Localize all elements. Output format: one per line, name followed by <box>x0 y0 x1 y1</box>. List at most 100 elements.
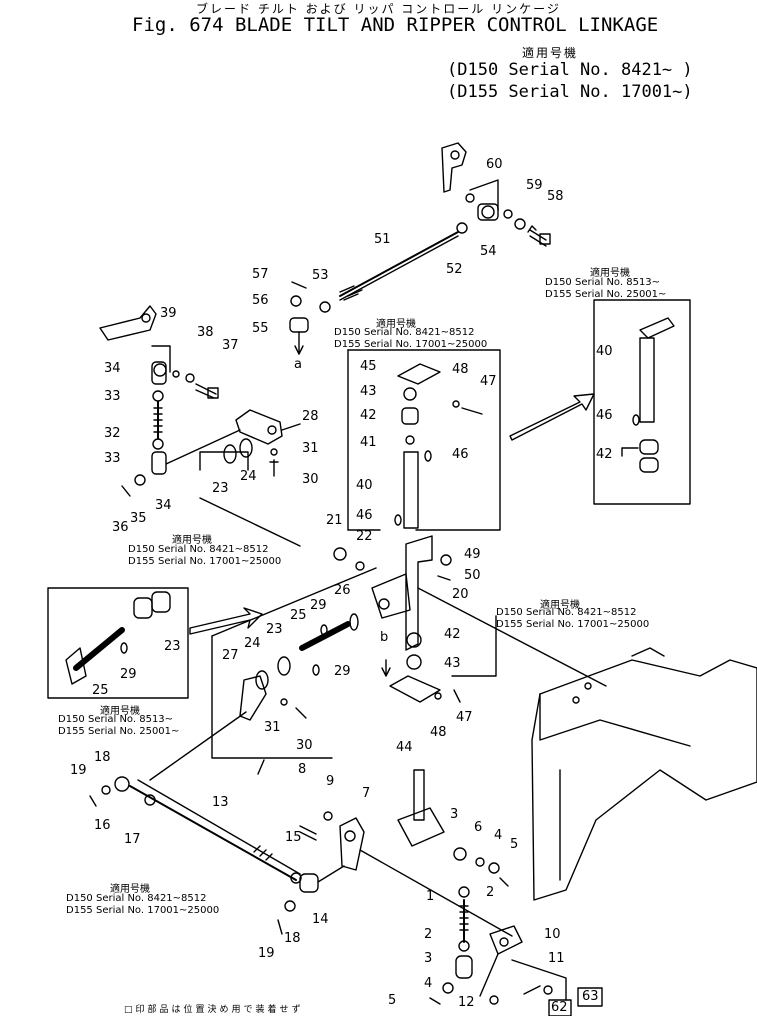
callout: 31 <box>264 720 281 735</box>
callout: 1 <box>426 889 435 904</box>
part-50-pin <box>437 575 451 581</box>
callout: 62 <box>551 1000 568 1015</box>
top-bracket-hole <box>450 150 460 160</box>
part-29b-pin-bottom <box>312 664 320 676</box>
callout: 23 <box>266 622 283 637</box>
part-20-bracket <box>405 535 433 651</box>
part-31-washer <box>270 448 278 456</box>
part-33-upper-nut <box>152 390 164 402</box>
part-10-lever <box>489 925 523 955</box>
part-40-shaft <box>403 451 419 529</box>
detail-arrow-right <box>509 393 595 441</box>
part-36-pin <box>121 485 131 497</box>
part-60-washer-b <box>503 209 513 219</box>
valve-stem <box>413 769 425 821</box>
callout: 2 <box>424 927 433 942</box>
detail-box-40 <box>347 349 501 531</box>
part-30b-bolt <box>295 707 307 719</box>
serial-line-d150: (D150 Serial No. 8421~ ) <box>447 60 693 80</box>
part-55-clevis <box>289 317 309 333</box>
callout: 19 <box>70 763 87 778</box>
part-62-washer-fig <box>543 985 553 995</box>
part-29-pin <box>120 642 128 654</box>
leader-42-43 <box>451 615 497 677</box>
arrow-b <box>381 659 391 677</box>
callout: 59 <box>526 178 543 193</box>
part-43-nut <box>403 387 417 401</box>
part-28-bracket <box>235 409 283 445</box>
callout: 9 <box>326 774 335 789</box>
part-47c-bolt <box>453 689 461 703</box>
part-58-bolt <box>527 225 547 247</box>
callout: 52 <box>446 262 463 277</box>
part-48c-washer <box>434 692 442 700</box>
part-12-washer <box>489 995 499 1005</box>
part-32-thread <box>153 407 163 433</box>
part-33-lower-nut <box>152 438 164 450</box>
part-1-thread <box>459 905 469 931</box>
applicable-label: 適用号機 <box>522 46 579 60</box>
part-62-box <box>548 999 572 1016</box>
part-25-shaft <box>73 627 125 671</box>
callout: a <box>294 357 302 372</box>
note-right-mid-line: D150 Serial No. 8421~8512 <box>496 607 637 618</box>
callout: 40 <box>356 478 373 493</box>
callout: 48 <box>452 362 469 377</box>
callout: 34 <box>104 361 121 376</box>
note-left-mid-line: D150 Serial No. 8421~8512 <box>128 544 269 555</box>
callout: 10 <box>544 927 561 942</box>
callout: 26 <box>334 583 351 598</box>
part-19b-pin <box>277 919 283 935</box>
callout: 7 <box>362 786 371 801</box>
part-3b-yoke <box>455 955 473 979</box>
callout: 63 <box>582 989 599 1004</box>
part-39-lever-hole <box>141 313 151 323</box>
callout: 49 <box>464 547 481 562</box>
note-right-mid-line: D155 Serial No. 17001~25000 <box>496 619 650 630</box>
callout: 5 <box>388 993 397 1008</box>
part-20-pivot <box>378 598 390 610</box>
callout: 11 <box>548 951 565 966</box>
machine-frame-top <box>631 647 665 657</box>
note-left-lower-label: 適用号機 <box>100 706 140 717</box>
note-left-lower-line: D155 Serial No. 25001~ <box>58 726 180 737</box>
rod-13-edge <box>137 779 301 875</box>
part-42b-bushing-top <box>639 439 659 455</box>
callout: 30 <box>302 472 319 487</box>
part-20-lever <box>371 573 411 619</box>
callout: 25 <box>290 608 307 623</box>
callout: 23 <box>212 481 229 496</box>
callout: 35 <box>130 511 147 526</box>
part-18-washer <box>101 785 111 795</box>
callout: 45 <box>360 359 377 374</box>
callout: 3 <box>450 807 459 822</box>
part-29b-pin-top <box>320 624 328 636</box>
part-25-lever <box>65 647 87 685</box>
part-22-washer <box>355 561 365 571</box>
note-center-box-line: D155 Serial No. 17001~25000 <box>334 339 488 350</box>
callout: 33 <box>104 451 121 466</box>
callout: 29 <box>120 667 137 682</box>
callout: b <box>380 630 389 645</box>
part-49-nut <box>440 554 452 566</box>
part-28-hole <box>267 425 277 435</box>
part-3-yoke <box>453 847 467 861</box>
part-53-nut <box>319 301 331 313</box>
part-52-nut <box>456 222 468 234</box>
part-27-lever <box>239 675 267 721</box>
part-39-lever <box>99 305 157 341</box>
part-9-washer <box>323 811 333 821</box>
part-8-bolt <box>299 825 317 841</box>
frame-hole-2 <box>572 696 580 704</box>
arrow-a-head <box>294 345 304 355</box>
part-4-nut <box>488 862 500 874</box>
callout: 43 <box>360 384 377 399</box>
part-30-bolt <box>269 459 279 477</box>
note-bottom-left-label: 適用号機 <box>110 884 150 895</box>
callout: 3 <box>424 951 433 966</box>
leader-60 <box>469 179 499 211</box>
callout: 46 <box>356 508 373 523</box>
part-37-bolt <box>195 383 217 399</box>
part-14-rod-end <box>299 873 319 893</box>
